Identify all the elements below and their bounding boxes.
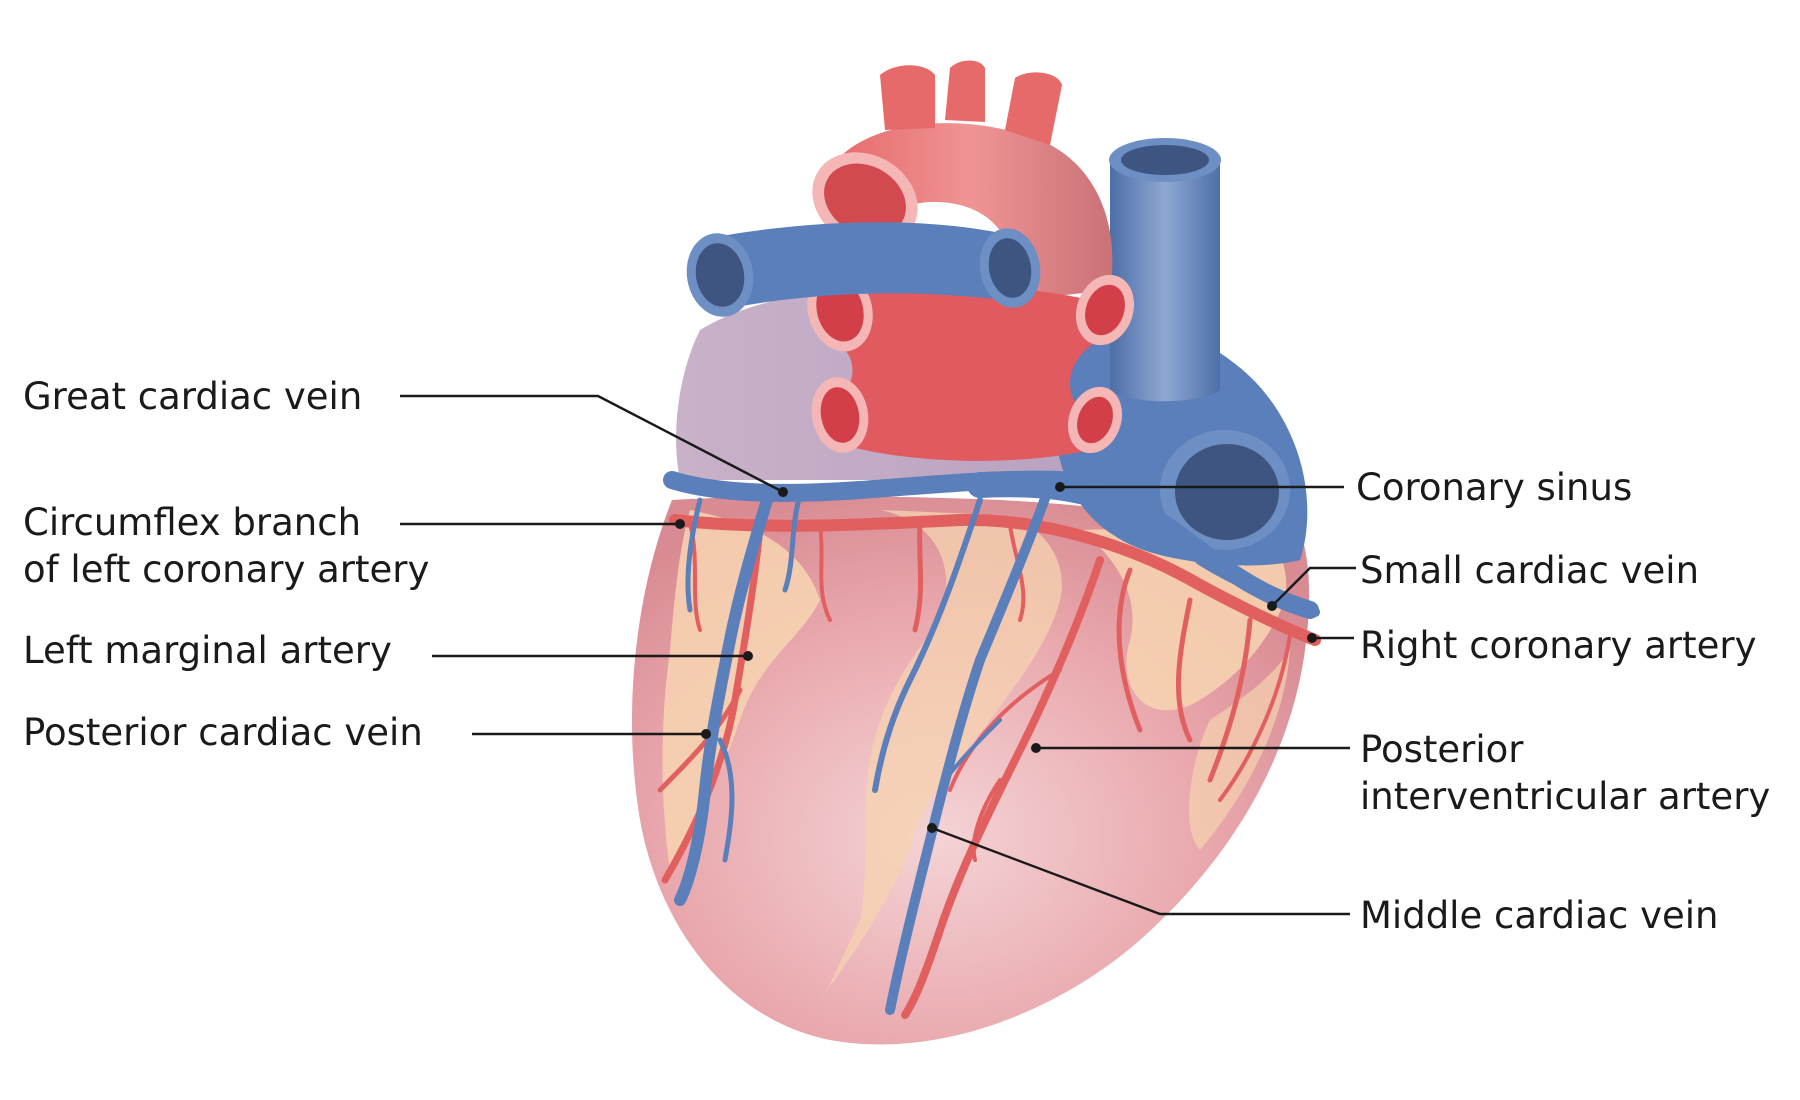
middle-cardiac-vein xyxy=(885,480,1055,1015)
label-left-marginal-artery: Left marginal artery xyxy=(23,629,392,672)
labels: Great cardiac vein Circumflex branch of … xyxy=(23,375,1770,937)
label-posterior-cardiac-vein: Posterior cardiac vein xyxy=(23,711,423,754)
label-right-coronary-artery: Right coronary artery xyxy=(1360,624,1756,667)
cardiac-veins xyxy=(663,470,1320,1015)
label-circumflex-branch-line2: of left coronary artery xyxy=(23,548,429,591)
label-posterior-interventricular-line2: interventricular artery xyxy=(1360,775,1770,818)
label-circumflex-branch-line1: Circumflex branch xyxy=(23,501,361,544)
leader-lines xyxy=(400,394,1356,916)
pulmonary-arteries xyxy=(820,285,1100,461)
aortic-arch xyxy=(830,123,1113,300)
posterior-cardiac-vein xyxy=(674,484,776,906)
label-coronary-sinus: Coronary sinus xyxy=(1356,466,1632,509)
label-middle-cardiac-vein: Middle cardiac vein xyxy=(1360,894,1719,937)
label-great-cardiac-vein: Great cardiac vein xyxy=(23,375,362,418)
superior-vena-cava xyxy=(1110,160,1220,402)
pulmonary-veins xyxy=(700,222,1010,310)
label-posterior-interventricular-line1: Posterior xyxy=(1360,728,1524,771)
label-small-cardiac-vein: Small cardiac vein xyxy=(1360,549,1699,592)
small-cardiac-vein-vessel xyxy=(1195,555,1320,617)
posterior-interventricular-artery xyxy=(901,556,1104,1019)
